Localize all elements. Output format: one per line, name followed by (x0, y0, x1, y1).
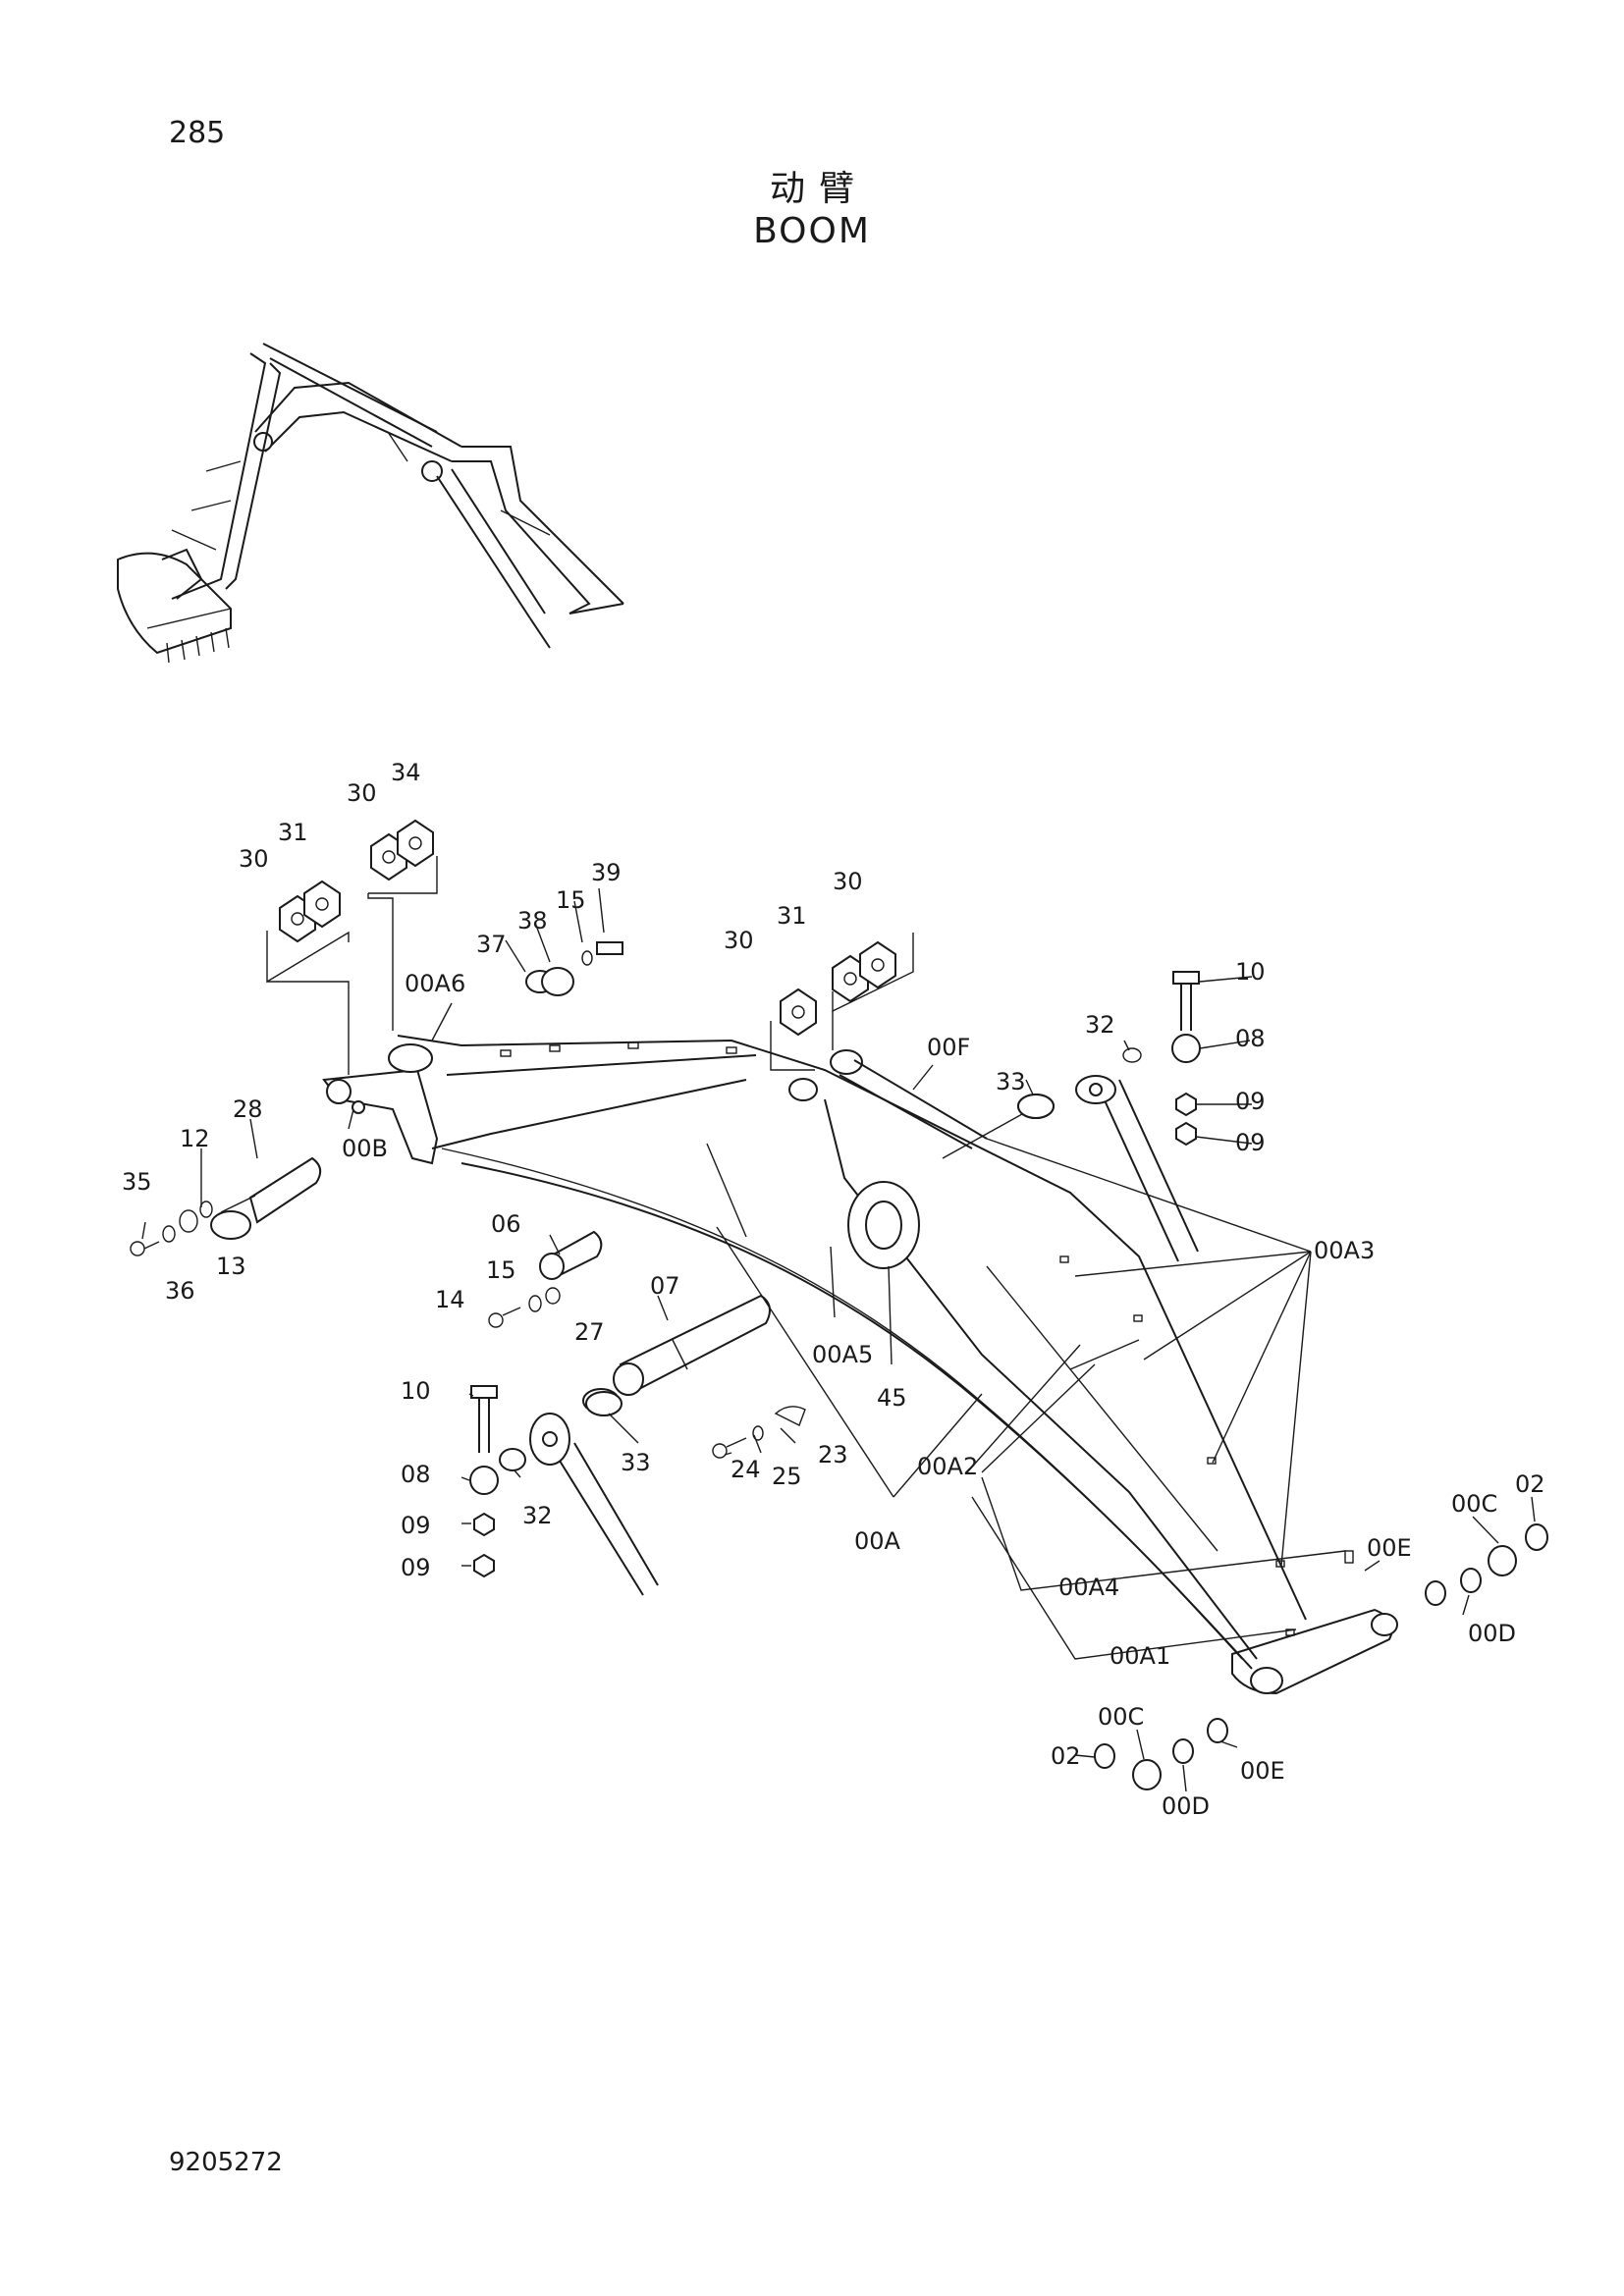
callout-15: 15 (486, 1256, 516, 1284)
callout-36: 36 (165, 1277, 195, 1305)
callout-25: 25 (772, 1463, 802, 1490)
callout-15: 15 (556, 886, 586, 914)
callout-labels: 30 31 30 34 30 31 30 28 12 35 36 13 00B … (122, 759, 1545, 1820)
callout-00A: 00A (854, 1527, 901, 1555)
leader-lines (141, 887, 1536, 1792)
callout-00A6: 00A6 (405, 970, 465, 997)
callout-06: 06 (491, 1210, 521, 1238)
callout-00A4: 00A4 (1058, 1574, 1119, 1601)
callout-00A3: 00A3 (1314, 1237, 1375, 1264)
callout-33: 33 (996, 1068, 1026, 1095)
callout-31: 31 (278, 819, 308, 846)
callout-14: 14 (435, 1286, 465, 1313)
drawing-number: 9205272 (169, 2148, 283, 2177)
callout-31: 31 (777, 902, 807, 930)
callout-33: 33 (621, 1449, 651, 1476)
callout-45: 45 (877, 1384, 907, 1412)
callout-30: 30 (833, 868, 863, 895)
callout-00F: 00F (927, 1034, 970, 1061)
callout-00A5: 00A5 (812, 1341, 873, 1368)
callout-13: 13 (216, 1253, 246, 1280)
callout-30: 30 (347, 779, 377, 807)
shim-washers (266, 819, 914, 1075)
callout-30: 30 (724, 927, 754, 954)
callout-35: 35 (122, 1168, 152, 1196)
callout-07: 07 (650, 1272, 680, 1300)
callout-00B: 00B (342, 1135, 388, 1162)
pins-and-fasteners (130, 941, 1548, 1790)
callout-34: 34 (391, 759, 421, 786)
callout-08: 08 (1235, 1025, 1266, 1052)
callout-09: 09 (401, 1554, 431, 1581)
callout-10: 10 (1235, 958, 1266, 986)
page-number: 285 (169, 116, 226, 150)
boom-cylinder-lower (469, 1385, 659, 1596)
title-english: BOOM (753, 211, 871, 251)
boom-structure (322, 1035, 1398, 1695)
callout-09: 09 (401, 1512, 431, 1539)
callout-00A2: 00A2 (917, 1453, 978, 1480)
callout-00D: 00D (1468, 1620, 1516, 1647)
callout-32: 32 (1085, 1011, 1115, 1039)
callout-00E: 00E (1367, 1534, 1412, 1562)
callout-12: 12 (180, 1125, 210, 1152)
callout-27: 27 (574, 1318, 605, 1346)
callout-00D: 00D (1162, 1792, 1210, 1820)
callout-39: 39 (591, 859, 622, 886)
callout-24: 24 (731, 1456, 761, 1483)
callout-00E: 00E (1240, 1757, 1285, 1785)
callout-02: 02 (1515, 1470, 1545, 1498)
callout-30: 30 (239, 845, 269, 873)
callout-00A1: 00A1 (1110, 1642, 1170, 1670)
callout-08: 08 (401, 1461, 431, 1488)
callout-09: 09 (1235, 1088, 1266, 1115)
callout-00C: 00C (1451, 1490, 1497, 1518)
callout-23: 23 (818, 1441, 848, 1468)
callout-28: 28 (233, 1095, 263, 1123)
callout-09: 09 (1235, 1129, 1266, 1156)
callout-32: 32 (522, 1502, 553, 1529)
callout-02: 02 (1051, 1742, 1081, 1770)
title-chinese: 动臂 (769, 169, 868, 209)
excavator-overview-illustration (117, 343, 624, 664)
callout-37: 37 (476, 931, 507, 958)
callout-38: 38 (517, 907, 548, 934)
callout-10: 10 (401, 1377, 431, 1405)
callout-00C: 00C (1098, 1703, 1144, 1731)
